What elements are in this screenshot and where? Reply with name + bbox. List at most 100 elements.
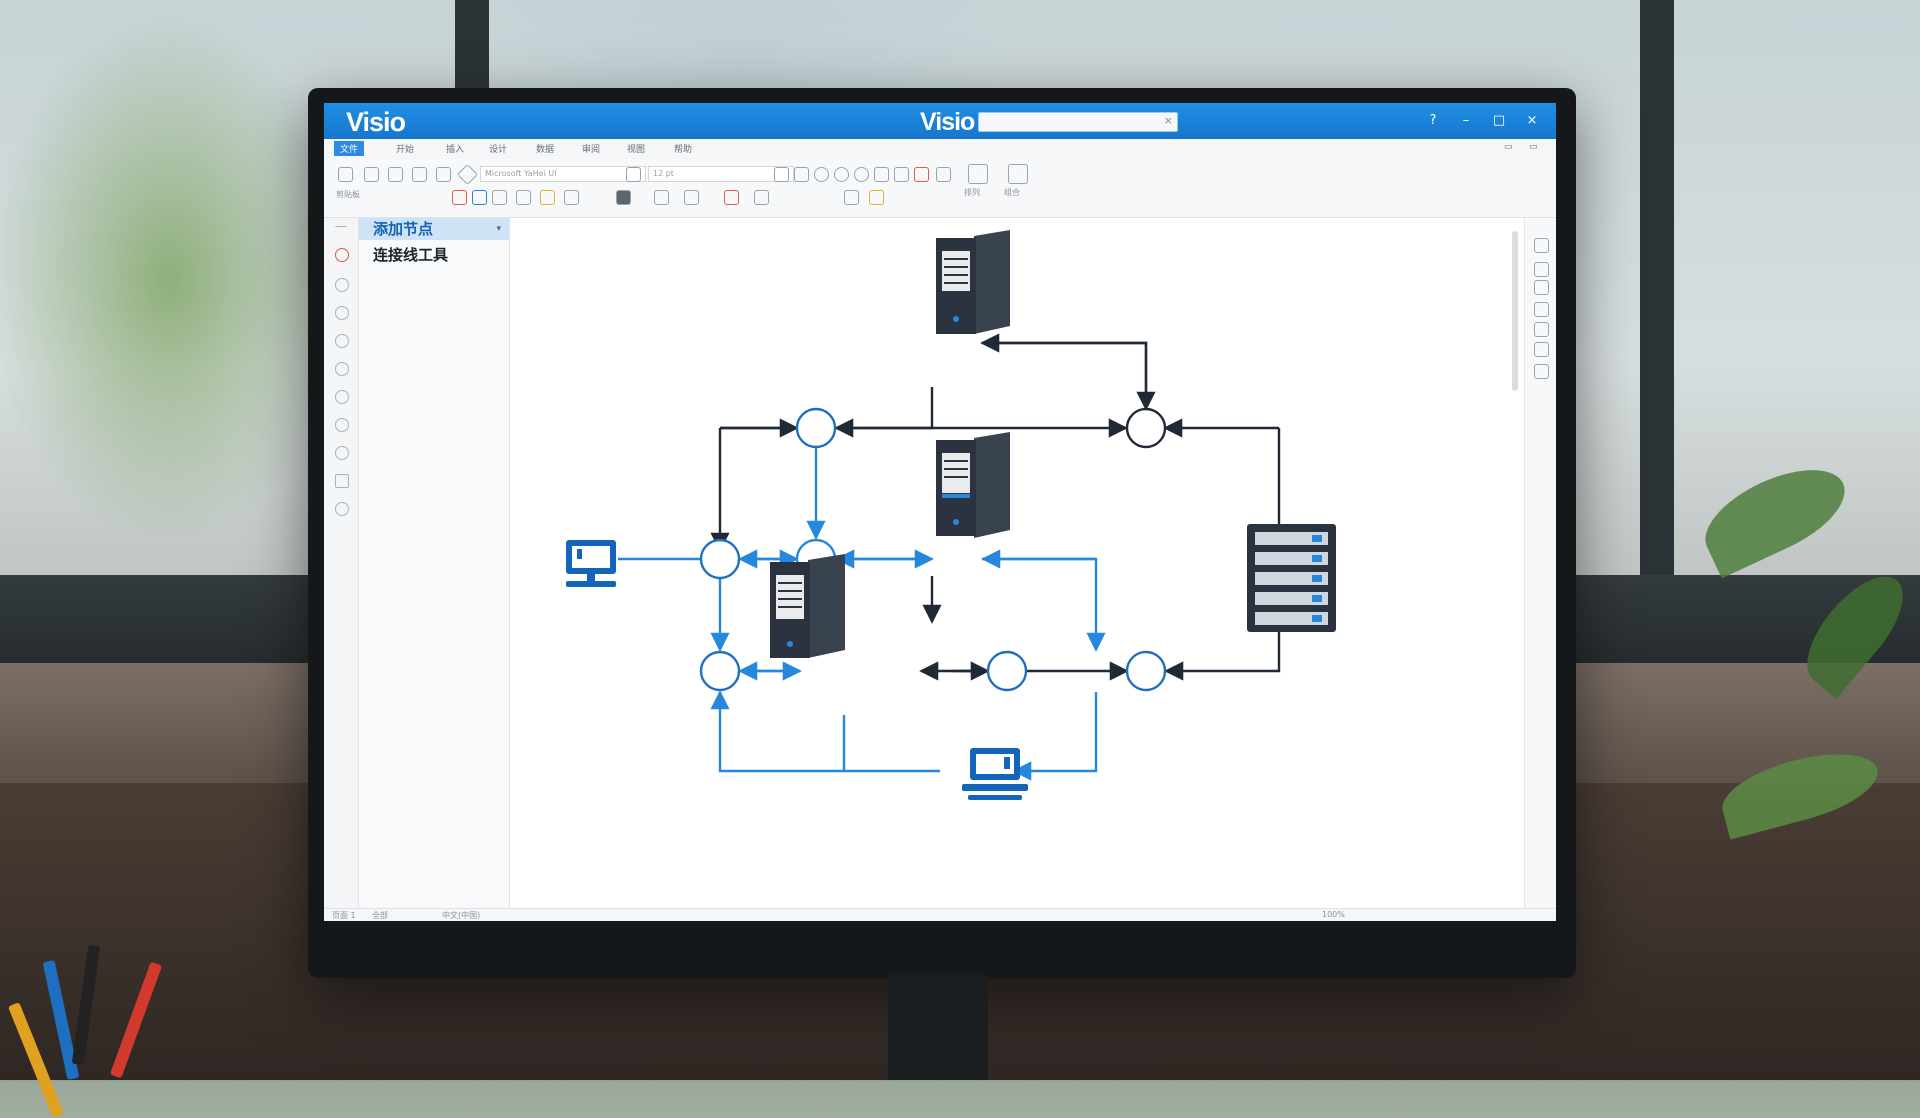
- lasso-icon[interactable]: [335, 278, 349, 292]
- shape-icon[interactable]: [456, 163, 479, 186]
- grid-icon[interactable]: [626, 167, 641, 182]
- menu-home[interactable]: 开始: [396, 145, 415, 155]
- circle-shape-icon[interactable]: [814, 167, 829, 182]
- menu-data[interactable]: 数据: [536, 145, 555, 155]
- connector-line[interactable]: [1012, 692, 1098, 781]
- send-backward-icon[interactable]: [684, 190, 699, 205]
- menu-help[interactable]: 帮助: [674, 145, 693, 155]
- connector-tool-icon[interactable]: [335, 362, 349, 376]
- warning-icon[interactable]: [869, 190, 884, 205]
- layers-icon[interactable]: [1534, 280, 1549, 295]
- globe-icon[interactable]: [854, 167, 869, 182]
- arrange-icon[interactable]: [968, 164, 988, 184]
- junction-node[interactable]: [1125, 650, 1167, 692]
- junction-node[interactable]: [699, 538, 741, 580]
- junction-node[interactable]: [795, 407, 837, 449]
- fill-icon[interactable]: [616, 190, 631, 205]
- connector-icon[interactable]: [516, 190, 531, 205]
- rack-server-icon[interactable]: [1247, 524, 1336, 632]
- bring-forward-icon[interactable]: [654, 190, 669, 205]
- connector-line[interactable]: [1164, 631, 1281, 681]
- restore-button[interactable]: □: [1492, 113, 1506, 128]
- group-icon[interactable]: [1008, 164, 1028, 184]
- arrange-label: 排列: [964, 188, 980, 197]
- pan-tool-icon[interactable]: [335, 334, 349, 348]
- server-icon[interactable]: [936, 432, 1010, 538]
- paste-icon[interactable]: [338, 167, 353, 182]
- highlight-icon[interactable]: [914, 167, 929, 182]
- zoom-level[interactable]: 100%: [1322, 910, 1345, 919]
- format-painter-icon[interactable]: [436, 167, 451, 182]
- junction-node[interactable]: [699, 650, 741, 692]
- desktop-computer-icon[interactable]: [566, 540, 616, 587]
- chart-icon[interactable]: [794, 167, 809, 182]
- connector-line[interactable]: [980, 333, 1148, 409]
- folder-icon[interactable]: [540, 190, 555, 205]
- chevron-down-icon[interactable]: ▾: [496, 224, 501, 234]
- server-icon[interactable]: [770, 554, 845, 658]
- table-icon[interactable]: [874, 167, 889, 182]
- font-family-select[interactable]: Microsoft YaHei UI: [480, 166, 646, 182]
- panel-item-add-node[interactable]: 添加节点 ▾: [359, 218, 509, 240]
- pen-icon[interactable]: [364, 167, 379, 182]
- shapes-panel: 添加节点 ▾ 连接线工具: [359, 218, 510, 908]
- pencil-icon[interactable]: [388, 167, 403, 182]
- eraser-icon[interactable]: [412, 167, 427, 182]
- status-page[interactable]: 页面 1: [332, 911, 356, 920]
- drawing-canvas[interactable]: [510, 218, 1524, 908]
- connector-line[interactable]: [982, 557, 1106, 652]
- menu-review[interactable]: 审阅: [582, 145, 601, 155]
- pointer-tool-icon[interactable]: [335, 248, 349, 262]
- align-icon[interactable]: [774, 167, 789, 182]
- clear-search-icon[interactable]: ×: [1163, 114, 1173, 127]
- red-fill-icon[interactable]: [452, 190, 467, 205]
- format-icon[interactable]: [936, 167, 951, 182]
- panel-item-connector-tool[interactable]: 连接线工具: [359, 244, 509, 266]
- connector-line[interactable]: [710, 690, 846, 773]
- target-icon[interactable]: [834, 167, 849, 182]
- lock-icon[interactable]: [564, 190, 579, 205]
- image-icon[interactable]: [1534, 302, 1549, 317]
- menu-bar: 文件 开始 插入 设计 数据 审阅 视图 帮助 ▭ ▭: [324, 139, 1556, 160]
- font-size-select[interactable]: 12 pt: [648, 166, 794, 182]
- text-tool-icon[interactable]: [335, 474, 349, 488]
- rotate-tool-icon[interactable]: [335, 446, 349, 460]
- help-button[interactable]: ?: [1429, 113, 1437, 128]
- link-icon[interactable]: [754, 190, 769, 205]
- laptop-computer-icon[interactable]: [962, 748, 1028, 800]
- comment-icon[interactable]: [844, 190, 859, 205]
- stamp-tool-icon[interactable]: [335, 418, 349, 432]
- pencil-tool-icon[interactable]: [335, 390, 349, 404]
- blue-fill-icon[interactable]: [472, 190, 487, 205]
- export-icon[interactable]: [1534, 364, 1549, 379]
- menu-insert[interactable]: 插入: [446, 145, 465, 155]
- shape-data-icon[interactable]: [1534, 238, 1549, 253]
- text-box-icon[interactable]: [894, 167, 909, 182]
- minimize-button[interactable]: –: [1462, 113, 1470, 128]
- connector-line[interactable]: [982, 341, 1156, 411]
- heart-icon[interactable]: [724, 190, 739, 205]
- search-input[interactable]: ×: [978, 112, 1178, 132]
- vertical-scrollbar[interactable]: [1510, 225, 1520, 905]
- comments-icon[interactable]: [1534, 262, 1549, 277]
- line-style-icon[interactable]: [492, 190, 507, 205]
- app-window: Visio Visio × ? – □ × 文件 开始 插入 设计 数据 审阅 …: [324, 103, 1556, 921]
- pages-icon[interactable]: [1534, 322, 1549, 337]
- close-button[interactable]: ×: [1526, 113, 1538, 128]
- status-all[interactable]: 全部: [372, 911, 388, 920]
- group-label: 组合: [1004, 188, 1020, 197]
- menu-file[interactable]: 文件: [334, 141, 365, 156]
- menu-view[interactable]: 视图: [627, 145, 646, 155]
- server-icon[interactable]: [936, 230, 1010, 334]
- connector-line[interactable]: [930, 387, 1128, 438]
- menu-design[interactable]: 设计: [489, 145, 508, 155]
- table-view-icon[interactable]: [1534, 342, 1549, 357]
- junction-node[interactable]: [1125, 407, 1167, 449]
- scrollbar-thumb[interactable]: [1512, 231, 1518, 391]
- ribbon-collapse-icon[interactable]: ▭: [1504, 142, 1513, 152]
- ellipse-tool-icon[interactable]: [335, 306, 349, 320]
- collapse-icon[interactable]: [335, 226, 347, 229]
- junction-node[interactable]: [986, 650, 1028, 692]
- gear-icon[interactable]: [335, 502, 349, 516]
- ribbon-options-icon[interactable]: ▭: [1529, 142, 1538, 152]
